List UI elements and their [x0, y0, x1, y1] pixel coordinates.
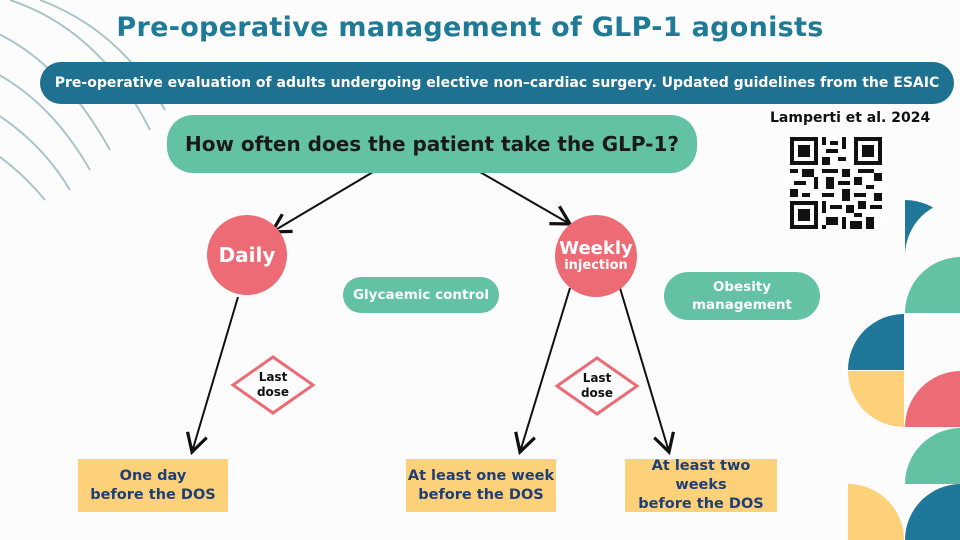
daily-label: Daily: [218, 243, 276, 267]
outcome-line2: before the DOS: [418, 486, 544, 503]
page-title: Pre-operative management of GLP-1 agonis…: [116, 12, 824, 43]
obesity-label-line2: management: [691, 297, 792, 313]
last-dose-line1: Last: [582, 371, 612, 385]
arrow-question-to-daily: [269, 171, 374, 234]
outcome-one-week: At least one week before the DOS: [406, 459, 556, 512]
last-dose-label-weekly: Last dose: [567, 371, 627, 401]
citation: Lamperti et al. 2024: [770, 110, 931, 126]
glycaemic-control-label: Glycaemic control: [352, 287, 490, 303]
weekly-node: Weekly injection: [555, 215, 637, 297]
question-box: How often does the patient take the GLP-…: [167, 115, 697, 173]
last-dose-line2: dose: [580, 386, 614, 400]
outcome-line1: One day: [119, 467, 187, 484]
question-text: How often does the patient take the GLP-…: [184, 132, 679, 156]
outcome-two-weeks: At least two weeks before the DOS: [625, 458, 777, 512]
last-dose-line2: dose: [256, 385, 290, 399]
arrow-weekly-to-oneweek: [514, 287, 571, 456]
last-dose-diamond-weekly: [554, 356, 640, 416]
last-dose-diamond-daily: [230, 355, 316, 415]
obesity-label-line1: Obesity: [712, 279, 772, 295]
subtitle-banner: Pre-operative evaluation of adults under…: [40, 62, 954, 104]
arrow-daily-to-oneday: [185, 296, 239, 456]
weekly-sublabel: injection: [564, 258, 628, 273]
weekly-label: Weekly: [559, 238, 633, 259]
daily-node: Daily: [207, 215, 287, 295]
arrow-question-to-weekly: [479, 171, 573, 226]
arrow-weekly-to-twoweeks: [619, 287, 675, 456]
obesity-management-pill: Obesity management: [664, 272, 820, 320]
last-dose-line1: Last: [258, 370, 288, 384]
qr-code-icon: [790, 137, 882, 229]
outcome-line1: At least one week: [407, 467, 555, 484]
outcome-line2: before the DOS: [90, 486, 216, 503]
subtitle-text: Pre-operative evaluation of adults under…: [54, 75, 940, 91]
glycaemic-control-pill: Glycaemic control: [343, 277, 499, 313]
outcome-line2: before the DOS: [638, 496, 764, 512]
last-dose-label-daily: Last dose: [243, 370, 303, 400]
outcome-line1: At least two weeks: [651, 458, 751, 493]
outcome-one-day: One day before the DOS: [78, 459, 228, 512]
